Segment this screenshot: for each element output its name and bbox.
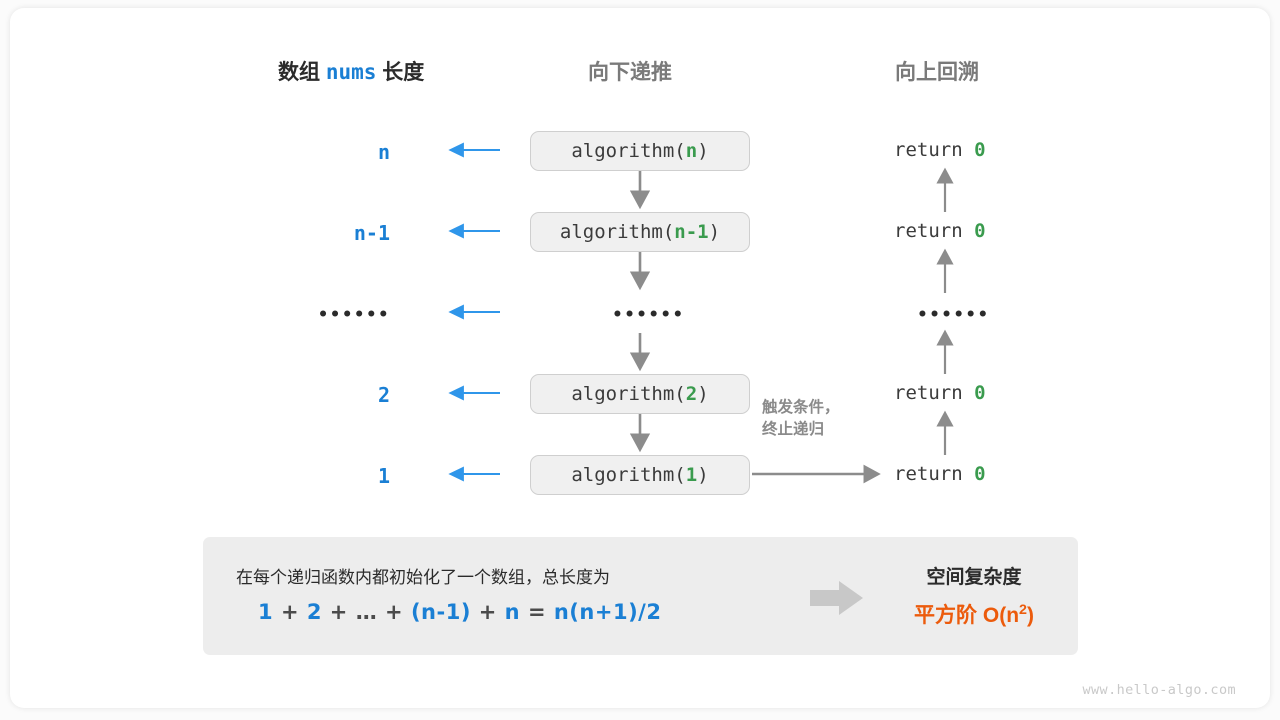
return-row-0: return 0 [894,141,986,160]
return-keyword-row-0: return [894,139,963,161]
base-case-annotation: 触发条件， 终止递归 [762,397,840,442]
call-suffix-row-4: ) [697,464,709,486]
return-row-4: return 0 [894,465,986,484]
call-box-row-0: algorithm(n) [530,131,750,171]
summary-description: 在每个递归函数内都初始化了一个数组，总长度为 [236,568,610,587]
base-case-annotation-line-1: 触发条件， [762,399,840,416]
return-value-row-0: 0 [974,139,986,161]
header-middle-column: 向下递推 [588,61,672,84]
header-left-prefix: 数组 [278,61,320,84]
formula-term-n: n [504,600,521,624]
header-left-suffix: 长度 [382,61,425,84]
return-value-row-3: 0 [974,382,986,404]
call-box-row-4: algorithm(1) [530,455,750,495]
complexity-notation-base: O(n [982,604,1020,627]
complexity-value: 平方阶 O(n2) [874,599,1074,629]
formula-equals: = [527,600,547,624]
length-value-row-0: n [377,140,390,164]
length-value-row-3: 2 [377,383,390,407]
base-case-annotation-line-2: 终止递归 [762,421,825,439]
return-value-row-4: 0 [974,463,986,485]
call-box-row-3: algorithm(2) [530,374,750,414]
summary-panel: 在每个递归函数内都初始化了一个数组，总长度为 1 + 2 + … + (n-1)… [203,537,1078,655]
formula-term-n-minus-1: (n-1) [410,600,471,624]
header-right-column: 向上回溯 [895,61,979,84]
call-arg-row-3: 2 [685,383,698,405]
complexity-notation: O(n2) [982,602,1034,627]
header-left-column: 数组 nums 长度 [278,60,425,84]
length-value-row-1: n-1 [353,221,390,245]
return-keyword-row-4: return [894,463,963,485]
return-row-3: return 0 [894,384,986,403]
formula-op-1: + [280,600,300,624]
return-row-1: return 0 [894,222,986,241]
length-value-row-2: •••••• [317,305,390,325]
return-value-row-1: 0 [974,220,986,242]
call-ellipsis-row-2: •••••• [612,305,685,325]
call-arg-row-0: n [685,140,698,162]
summary-formula: 1 + 2 + … + (n-1) + n = n(n+1)/2 [258,600,661,624]
call-prefix-row-4: algorithm( [571,464,686,486]
watermark: www.hello-algo.com [1082,682,1236,698]
call-suffix-row-1: ) [708,221,721,243]
formula-op-2: + [329,600,348,624]
complexity-notation-exponent: 2 [1019,602,1027,618]
formula-result: n(n+1)/2 [553,600,662,624]
formula-ellipsis: … [355,600,378,624]
call-suffix-row-0: ) [697,140,709,162]
call-arg-row-4: 1 [685,464,698,486]
call-prefix-row-0: algorithm( [571,140,686,162]
call-suffix-row-3: ) [697,383,709,405]
complexity-label: 平方阶 [914,604,978,627]
formula-term-2: 2 [306,600,322,624]
return-ellipsis-row-2: •••••• [917,305,990,325]
complexity-notation-close: ) [1026,604,1034,627]
formula-op-4: + [478,600,497,624]
call-prefix-row-3: algorithm( [571,383,686,405]
length-value-row-4: 1 [377,464,390,488]
call-box-row-1: algorithm(n-1) [530,212,750,252]
call-prefix-row-1: algorithm( [559,221,675,243]
header-left-code: nums [325,60,377,84]
complexity-title: 空间复杂度 [926,567,1022,588]
return-keyword-row-1: return [894,220,963,242]
formula-term-1: 1 [258,600,274,624]
return-keyword-row-3: return [894,382,963,404]
formula-op-3: + [385,600,404,624]
call-arg-row-1: n-1 [674,221,709,243]
right-arrow-icon [810,581,863,615]
